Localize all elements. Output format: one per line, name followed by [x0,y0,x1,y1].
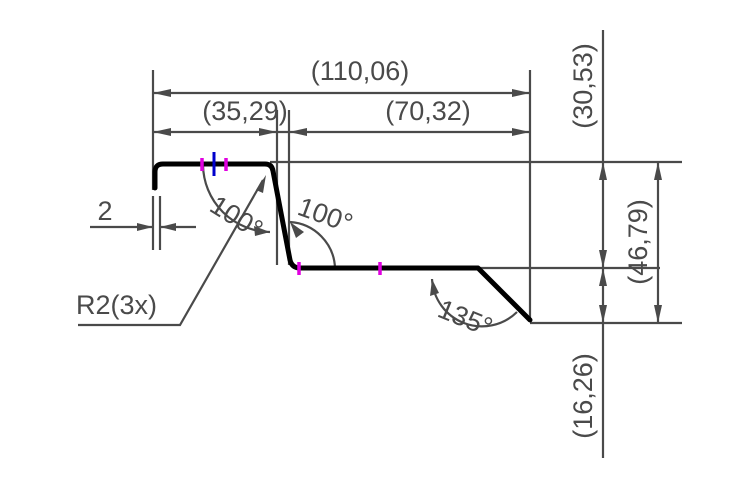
dimension-right-width: (70,32) [385,96,471,126]
arrowhead [254,226,270,236]
arrowhead [430,279,439,296]
arrowhead [654,305,662,323]
angle-arc-second [289,220,337,269]
radius-leader [78,179,264,327]
arrowhead [259,128,277,136]
arrowhead [599,305,607,323]
dimension-top-height: (30,53) [568,43,598,129]
radius-label: R2(3x) [76,290,157,320]
arrowhead [256,175,266,193]
dimension-thickness: 2 [97,196,112,226]
arrowhead [137,223,153,231]
sheet-metal-profile [152,161,533,323]
arrowhead [153,128,171,136]
arrowhead [599,268,607,286]
arrowhead [160,223,176,231]
angle-third-label: 135° [434,294,497,343]
arrowhead [599,162,607,180]
arrowhead [512,128,530,136]
arrowhead [289,128,307,136]
arrowhead [153,89,171,97]
arrowhead [599,250,607,268]
dimension-bottom-height: (16,26) [568,353,598,439]
dimension-overall-width: (110,06) [311,56,410,86]
dimension-left-width: (35,29) [202,96,288,126]
arrowhead [654,162,662,180]
arrowhead [290,222,304,238]
angle-first-label: 100° [205,190,268,245]
arrowhead [512,89,530,97]
dimension-middle-height: (46,79) [623,199,653,285]
